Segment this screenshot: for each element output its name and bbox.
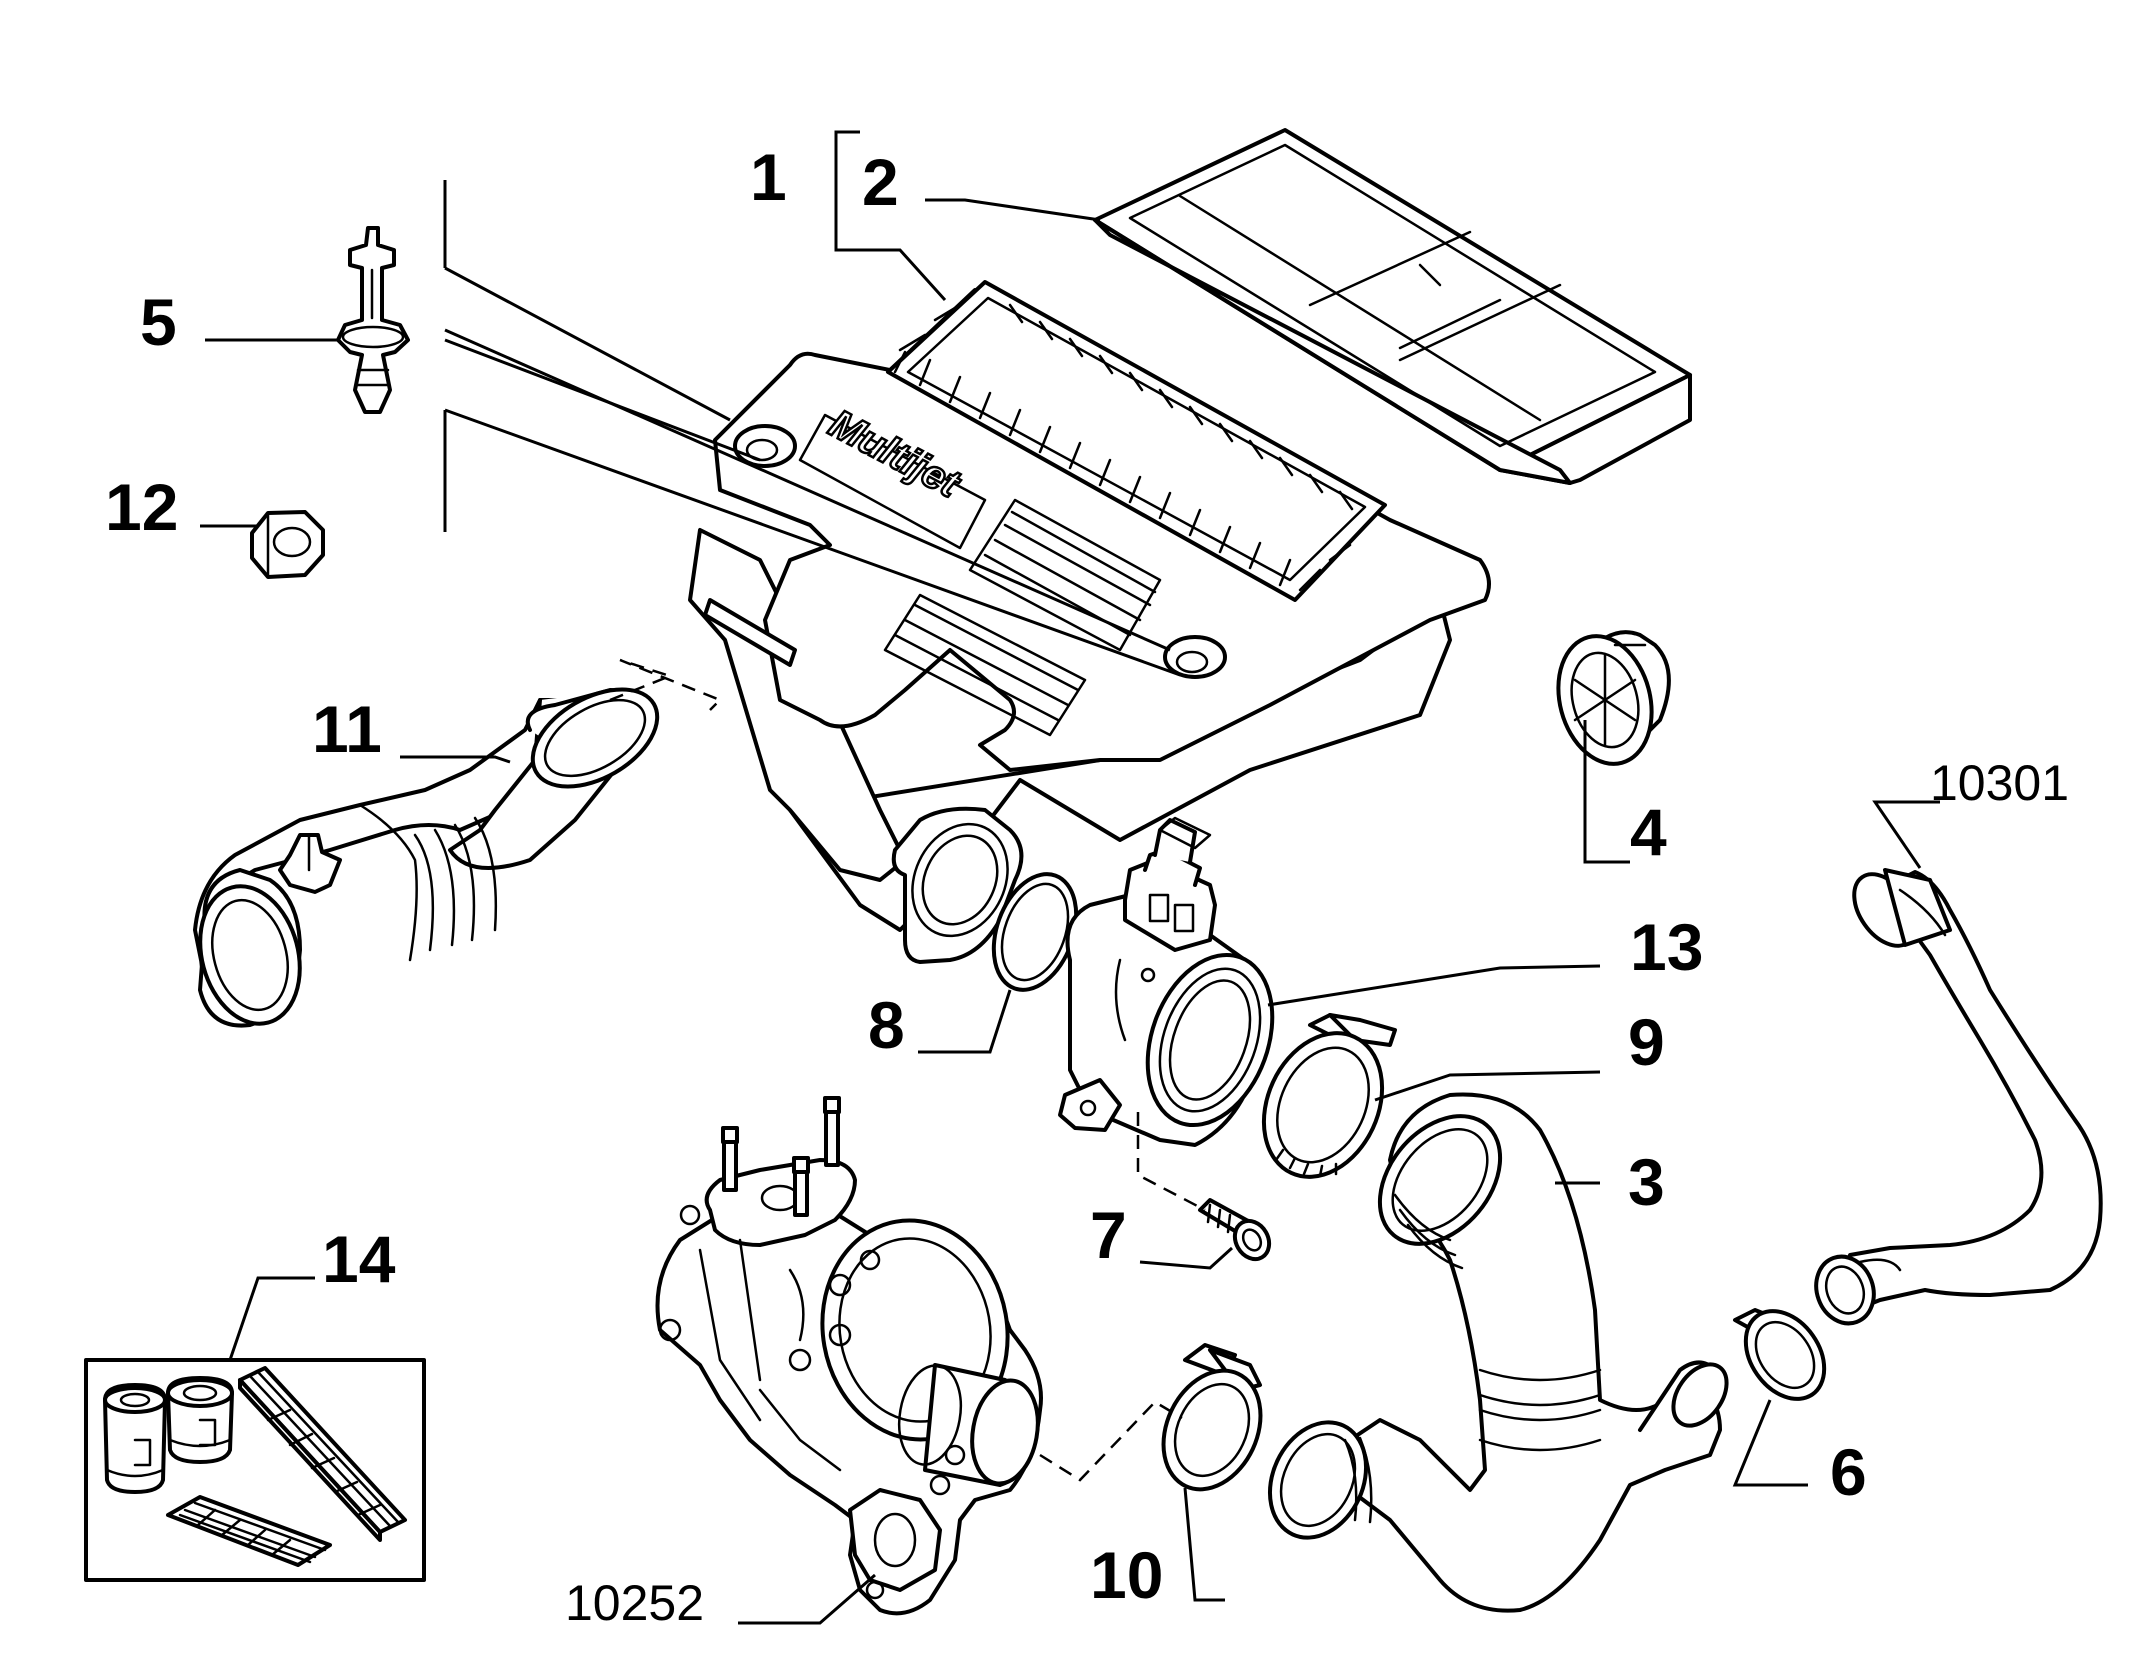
ref-label-10252: 10252 [565, 1575, 704, 1631]
callout-2: 2 [862, 145, 899, 219]
callout-6: 6 [1830, 1435, 1867, 1509]
leader-lines [200, 130, 1940, 1625]
callout-labels: 1 2 3 4 5 6 7 8 9 10 11 12 13 14 10301 1… [105, 140, 2069, 1631]
kit-oil-filter-2 [166, 1376, 234, 1464]
callout-12: 12 [105, 470, 178, 544]
part-14-filter-kit [84, 1358, 426, 1582]
ref-10301-hose [1814, 868, 2103, 1326]
turbo-bolts [658, 1204, 966, 1496]
kit-oil-filter-1 [103, 1383, 167, 1494]
hose-11-ribs [413, 816, 498, 952]
assembly-dashed-lines [609, 658, 1206, 1482]
part-10-hose-clamp [1161, 1343, 1263, 1492]
callout-13: 13 [1630, 910, 1703, 984]
callout-11: 11 [312, 692, 382, 766]
housing-ribs [893, 303, 1354, 592]
part-12-nut [250, 510, 325, 579]
part-3-outlet-hose [1267, 1092, 1729, 1613]
callout-10: 10 [1090, 1538, 1163, 1612]
part-7-bolt [1198, 1198, 1272, 1262]
part-11-intake-hose [193, 687, 660, 1028]
callout-4: 4 [1630, 795, 1667, 869]
callout-14: 14 [322, 1222, 396, 1296]
kit-cabin-filter [166, 1495, 332, 1567]
part-2-air-filter-element [1093, 128, 1692, 485]
label-hatch-lower [893, 603, 1080, 722]
callout-5: 5 [140, 285, 177, 359]
turbo-studs [721, 1096, 841, 1217]
part-4-grommet [1556, 630, 1671, 766]
callout-7: 7 [1090, 1198, 1127, 1272]
callout-8: 8 [868, 988, 905, 1062]
part-9-hose-clamp [1261, 1013, 1397, 1179]
part-5-stud [336, 226, 410, 414]
ref-10252-turbocharger [655, 1096, 1043, 1616]
part-13-air-mass-meter [1058, 816, 1275, 1147]
part-1-air-filter-housing [688, 280, 1491, 964]
callout-1: 1 [750, 140, 787, 214]
part-6-small-clamp [1733, 1308, 1827, 1401]
callout-9: 9 [1628, 1005, 1665, 1079]
kit-panel-filter [238, 1366, 407, 1542]
callout-3: 3 [1628, 1145, 1665, 1219]
ref-label-10301: 10301 [1930, 755, 2069, 811]
